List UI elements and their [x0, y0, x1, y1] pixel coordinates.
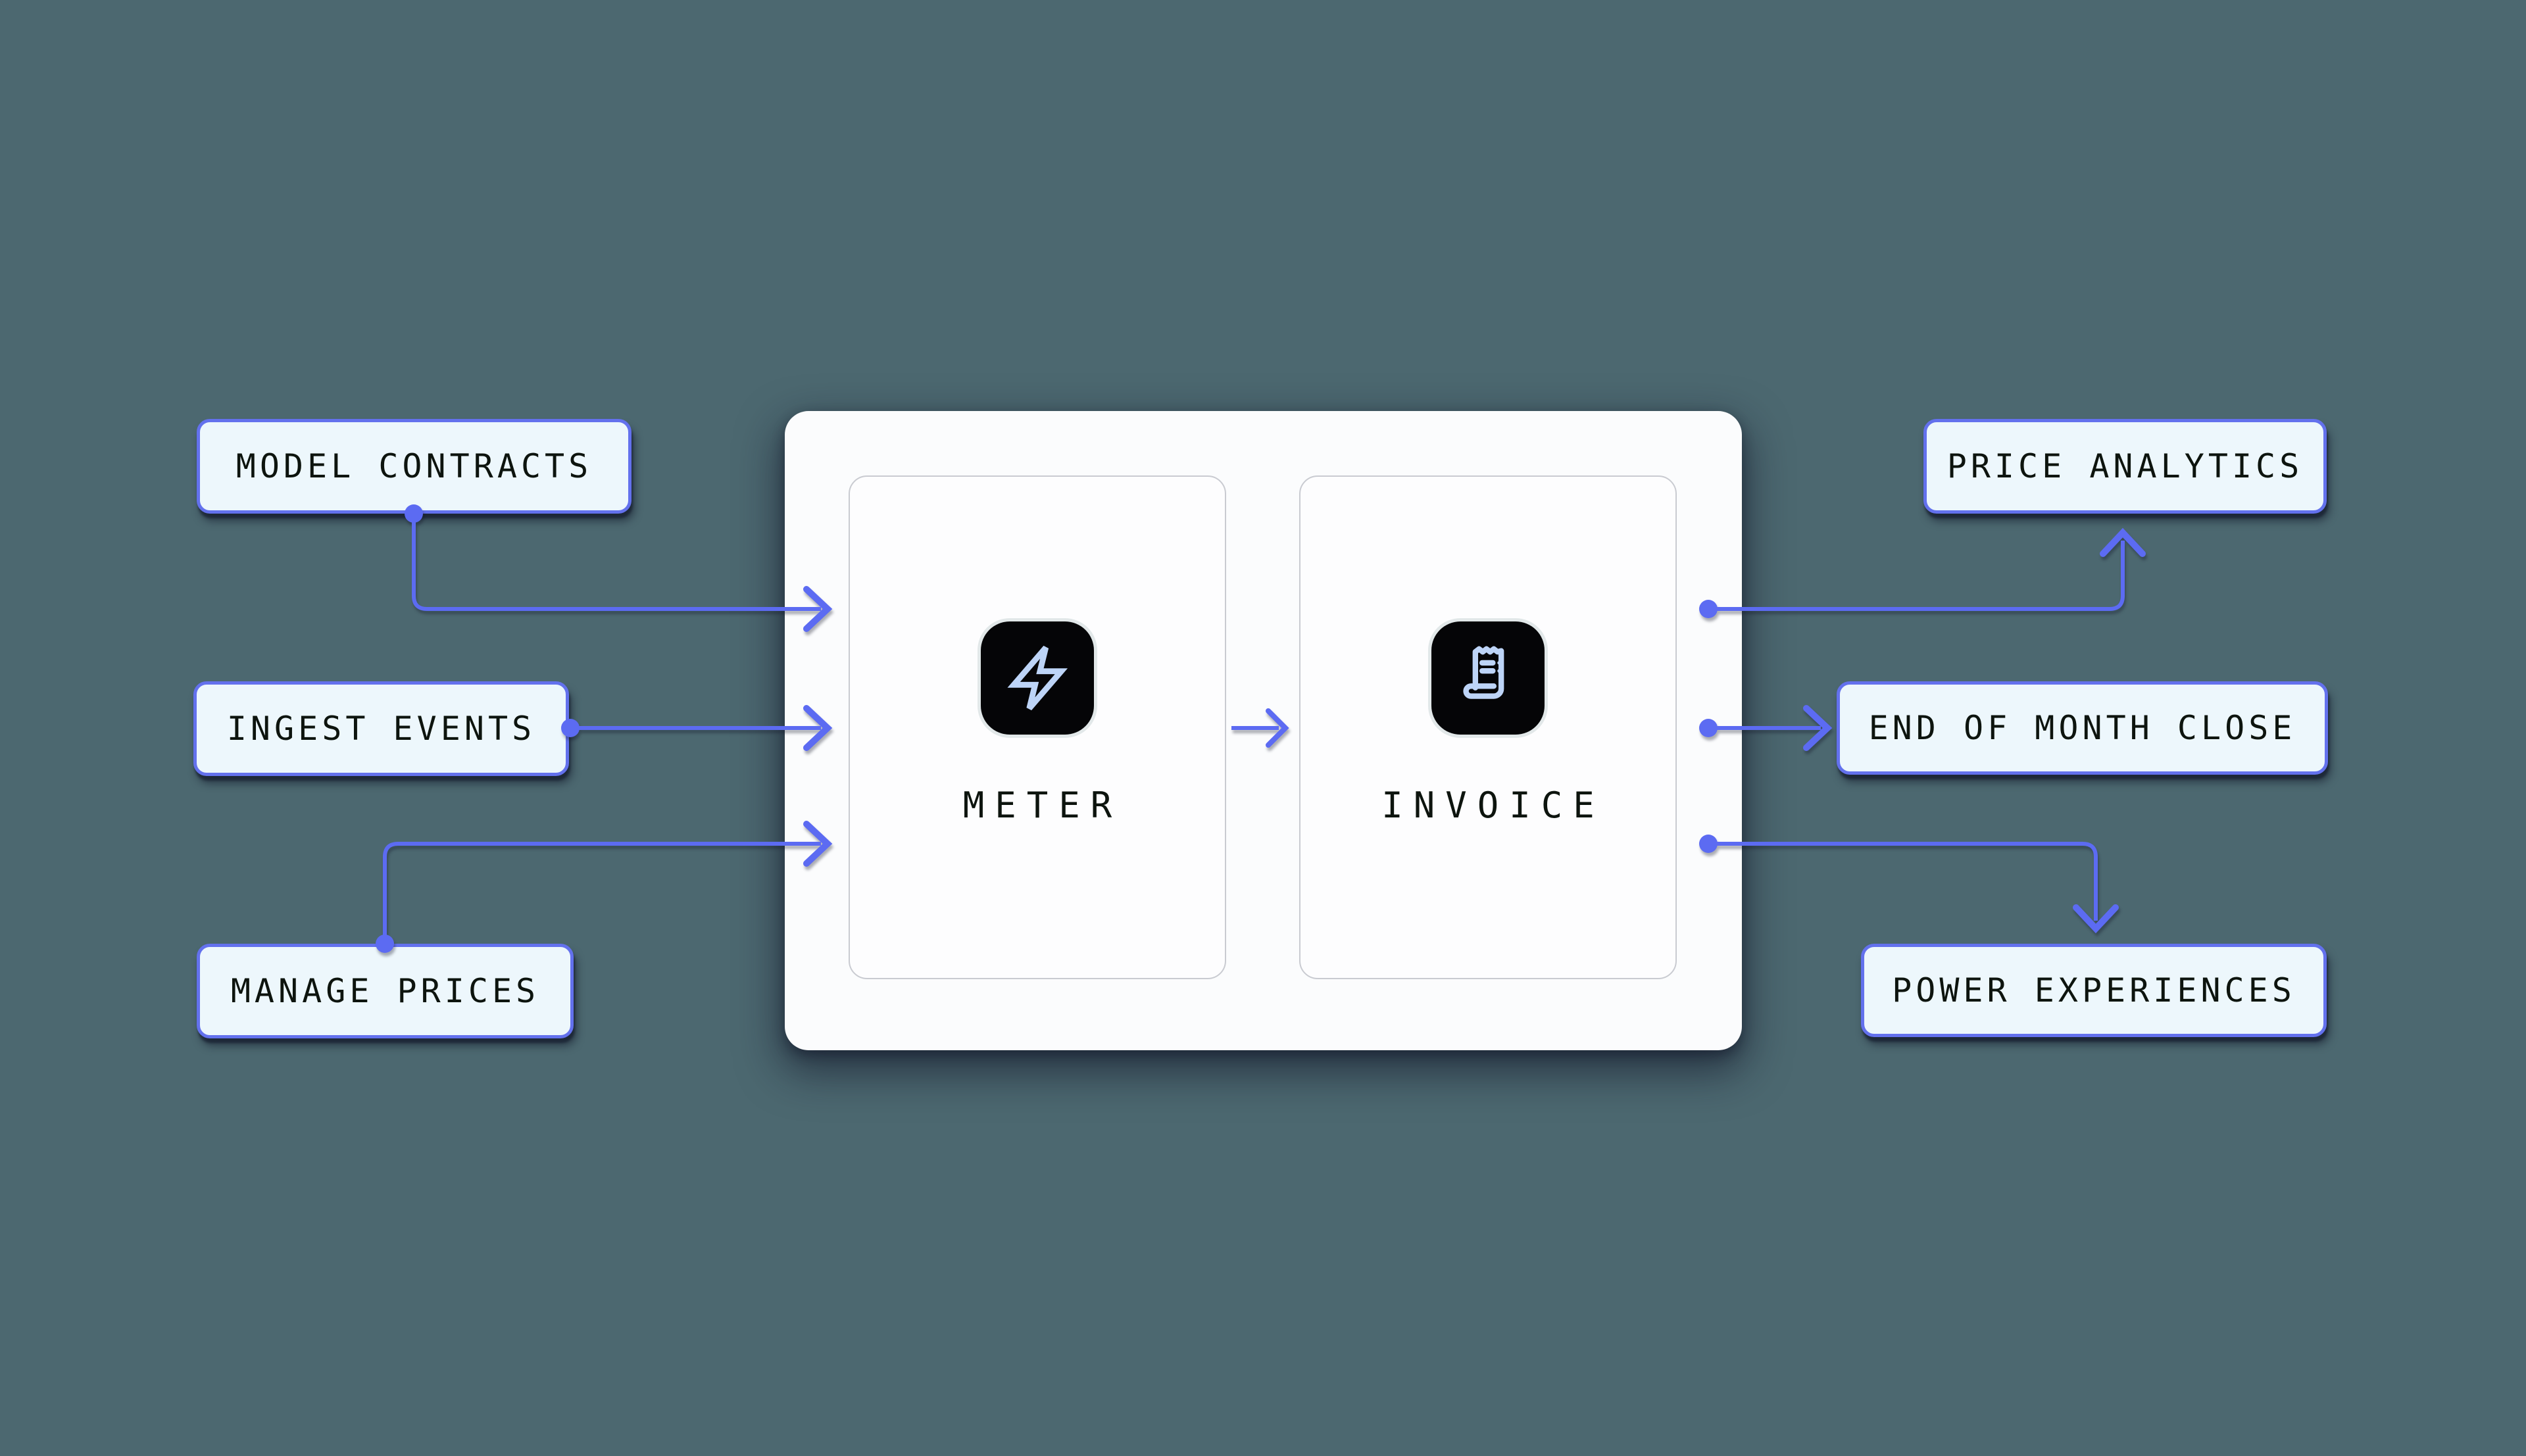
node-power-experiences: POWER EXPERIENCES	[1861, 944, 2327, 1037]
connector-manage-prices-to-meter	[376, 821, 833, 953]
node-end-of-month-close: END OF MONTH CLOSE	[1837, 681, 2328, 775]
node-manage-prices-label: MANAGE PRICES	[230, 972, 540, 1010]
node-power-experiences-label: POWER EXPERIENCES	[1892, 971, 2296, 1009]
node-model-contracts-label: MODEL CONTRACTS	[235, 447, 593, 485]
node-ingest-events-label: INGEST EVENTS	[226, 710, 536, 748]
node-manage-prices: MANAGE PRICES	[197, 944, 574, 1038]
receipt-icon	[1463, 646, 1504, 699]
node-price-analytics-label: PRICE ANALYTICS	[1946, 447, 2304, 485]
node-model-contracts: MODEL CONTRACTS	[197, 419, 632, 514]
node-meter: METER	[849, 475, 1226, 979]
node-invoice-label: INVOICE	[1381, 785, 1605, 826]
connector-model-contracts-to-meter	[405, 504, 833, 632]
node-price-analytics: PRICE ANALYTICS	[1923, 419, 2327, 514]
node-end-of-month-close-label: END OF MONTH CLOSE	[1868, 709, 2296, 747]
node-invoice: INVOICE	[1299, 475, 1677, 979]
connector-invoice-to-power-experiences	[1699, 835, 2119, 934]
lightning-bolt-icon	[1007, 645, 1068, 711]
core-card: METER INVOICE	[785, 411, 1742, 1050]
meter-icon-square	[981, 621, 1094, 735]
invoice-icon-square	[1431, 621, 1545, 735]
connector-invoice-to-price-analytics	[1699, 527, 2146, 618]
node-ingest-events: INGEST EVENTS	[193, 681, 569, 776]
node-meter-label: METER	[962, 785, 1123, 826]
